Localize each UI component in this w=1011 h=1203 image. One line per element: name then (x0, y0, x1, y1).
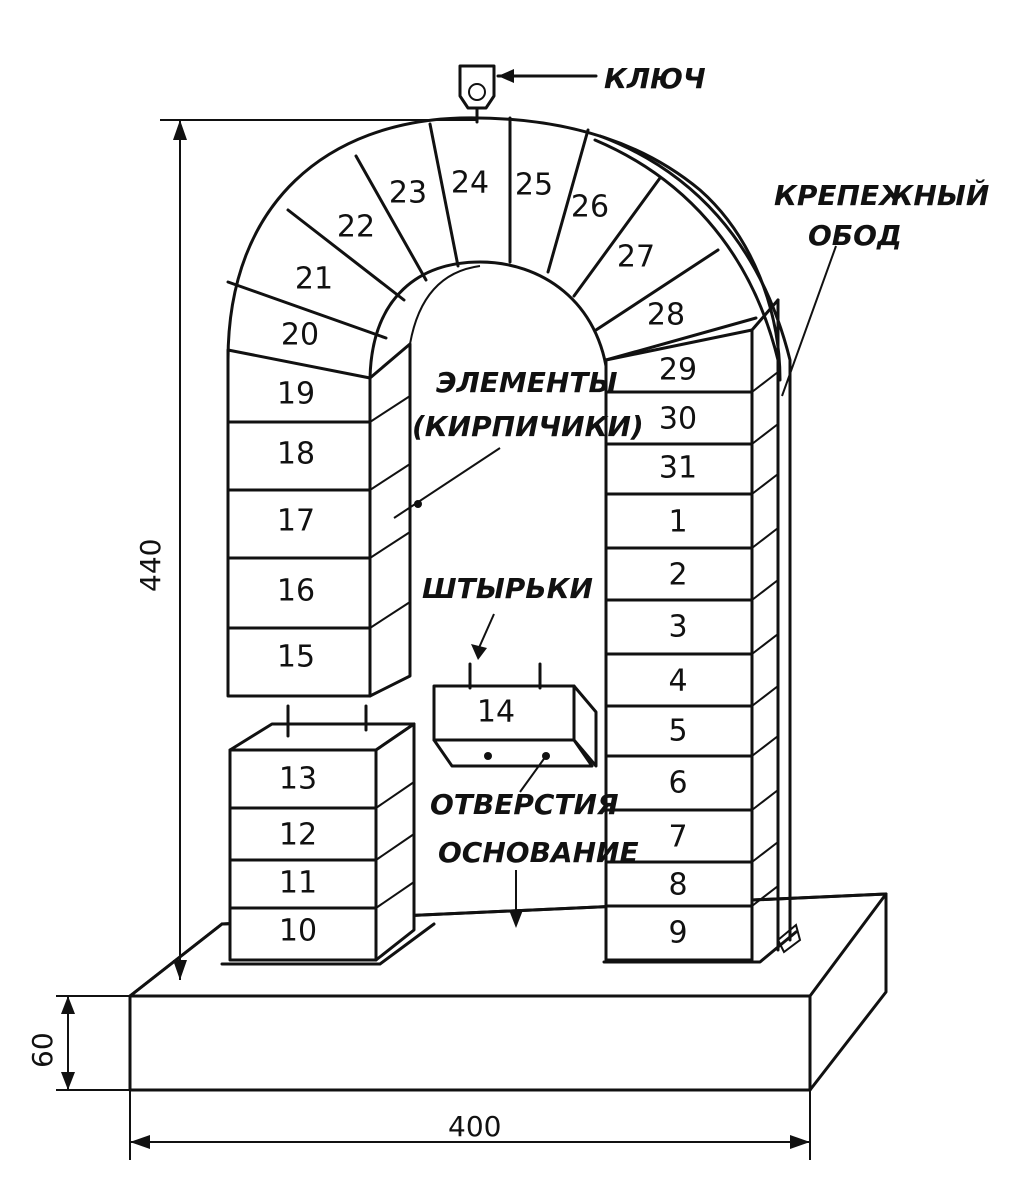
height-label: 440 (134, 539, 167, 592)
dimension-height (160, 119, 478, 980)
arch-ring (226, 116, 792, 942)
brick-23: 23 (389, 176, 427, 211)
brick-17: 17 (277, 504, 315, 539)
holes-label: ОТВЕРСТИЯ (430, 788, 619, 821)
brick-1: 1 (668, 505, 687, 540)
brick-8: 8 (668, 868, 687, 903)
right-pillar (602, 298, 802, 964)
brick-7: 7 (668, 820, 687, 855)
brick-25: 25 (515, 168, 553, 203)
brick-30: 30 (659, 402, 697, 437)
key-label: КЛЮЧ (604, 62, 706, 95)
brick-19: 19 (277, 377, 315, 412)
left-stack (220, 704, 436, 966)
width-label: 400 (448, 1110, 501, 1143)
leader-lines (393, 245, 837, 928)
brick-15: 15 (277, 640, 315, 675)
brick-numbers: 1 2 3 4 5 6 7 8 9 10 11 12 13 14 15 16 1… (277, 166, 697, 951)
left-pillar (226, 342, 412, 698)
loose-brick (432, 662, 598, 768)
brick-5: 5 (668, 714, 687, 749)
brick-31: 31 (659, 451, 697, 486)
brick-14: 14 (477, 695, 515, 730)
annotations: КЛЮЧ КРЕПЕЖНЫЙ ОБОД ЭЛЕМЕНТЫ (КИРПИЧИКИ)… (412, 62, 989, 869)
brick-29: 29 (659, 353, 697, 388)
elements-label-line2: (КИРПИЧИКИ) (412, 410, 644, 443)
key-icon (458, 64, 598, 124)
base-label: ОСНОВАНИЕ (438, 836, 639, 869)
rim-label-line2: ОБОД (808, 219, 902, 252)
brick-28: 28 (647, 298, 685, 333)
elements-label-line1: ЭЛЕМЕНТЫ (436, 366, 617, 399)
brick-4: 4 (668, 664, 687, 699)
brick-27: 27 (617, 240, 655, 275)
brick-16: 16 (277, 574, 315, 609)
brick-11: 11 (279, 866, 317, 901)
brick-22: 22 (337, 210, 375, 245)
brick-6: 6 (668, 766, 687, 801)
rim-label-line1: КРЕПЕЖНЫЙ (774, 178, 989, 212)
brick-2: 2 (668, 558, 687, 593)
pins-label: ШТЫРЬКИ (422, 572, 593, 605)
dimension-labels: 440 400 60 (26, 539, 501, 1143)
brick-13: 13 (279, 762, 317, 797)
brick-20: 20 (281, 318, 319, 353)
brick-24: 24 (451, 166, 489, 201)
brick-18: 18 (277, 437, 315, 472)
hole-left (484, 752, 492, 760)
dimension-base (56, 995, 130, 1091)
brick-9: 9 (668, 916, 687, 951)
base-thickness-label: 60 (26, 1032, 59, 1068)
dimension-width (129, 1090, 811, 1160)
brick-10: 10 (279, 914, 317, 949)
brick-3: 3 (668, 610, 687, 645)
brick-26: 26 (571, 190, 609, 225)
brick-21: 21 (295, 262, 333, 297)
brick-12: 12 (279, 818, 317, 853)
